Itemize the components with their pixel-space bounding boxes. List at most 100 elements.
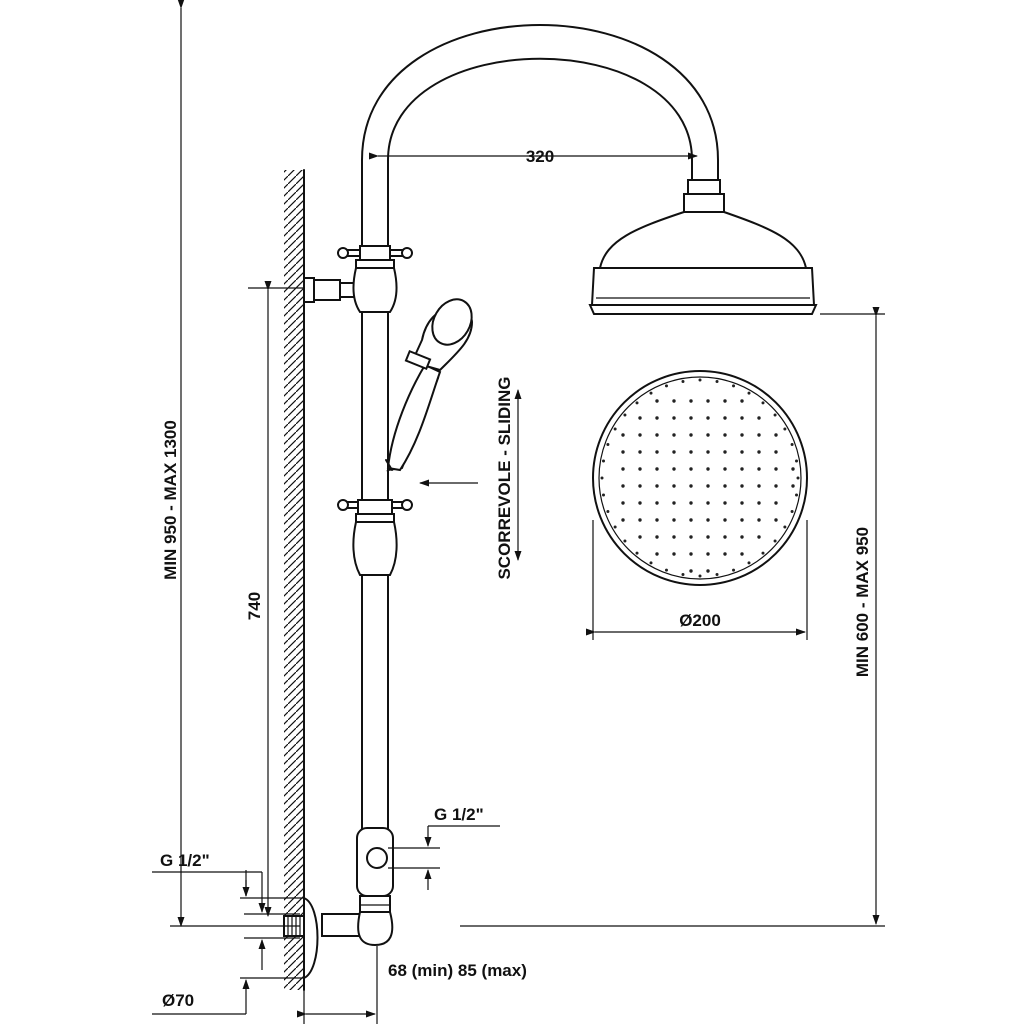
nozzle-hole [689, 450, 693, 454]
nozzle-hole [655, 501, 659, 505]
nozzle-hole [715, 573, 719, 577]
dimension-inlet-right [388, 825, 500, 890]
nozzle-hole [790, 510, 794, 514]
nozzle-hole [672, 450, 676, 454]
nozzle-hole [606, 442, 610, 446]
nozzle-hole [723, 416, 727, 420]
nozzle-hole [655, 433, 659, 437]
nozzle-hole [706, 552, 710, 556]
nozzle-hole [621, 484, 625, 488]
nozzle-hole [740, 484, 744, 488]
dimension-head-diameter [586, 520, 808, 640]
nozzle-hole [723, 501, 727, 505]
nozzle-hole [774, 467, 778, 471]
gooseneck-arm [361, 24, 719, 181]
nozzle-hole [783, 525, 787, 529]
dimension-head-height [460, 307, 885, 927]
nozzle-hole [723, 399, 727, 403]
nozzle-hole [740, 433, 744, 437]
nozzle-hole [601, 493, 605, 497]
nozzle-hole [773, 539, 777, 543]
sliding-indicator [419, 389, 522, 561]
nozzle-hole [672, 416, 676, 420]
nozzle-hole [740, 501, 744, 505]
nozzle-hole [655, 535, 659, 539]
nozzle-hole [672, 535, 676, 539]
nozzle-hole [757, 416, 761, 420]
dimension-flange-diameter [152, 870, 304, 1015]
nozzle-hole [672, 433, 676, 437]
nozzle-hole [795, 459, 799, 463]
nozzle-hole [655, 416, 659, 420]
nozzle-hole [706, 569, 710, 573]
nozzle-hole [706, 467, 710, 471]
nozzle-hole [689, 569, 693, 573]
nozzle-hole [795, 493, 799, 497]
nozzle-hole [672, 399, 676, 403]
nozzle-hole [623, 413, 627, 417]
nozzle-hole [790, 442, 794, 446]
nozzle-hole [791, 484, 795, 488]
nozzle-hole [774, 433, 778, 437]
nozzle-hole [655, 399, 659, 403]
nozzle-hole [638, 467, 642, 471]
nozzle-hole [723, 467, 727, 471]
nozzle-hole [715, 379, 719, 383]
nozzle-hole [757, 535, 761, 539]
nozzle-hole [757, 467, 761, 471]
nozzle-hole [706, 433, 710, 437]
nozzle-hole [672, 501, 676, 505]
dimension-bar-height [248, 281, 304, 917]
nozzle-hole [606, 510, 610, 514]
nozzle-hole [761, 401, 765, 405]
nozzle-hole [757, 501, 761, 505]
label-arm-reach: 320 [526, 147, 554, 166]
wall-elbow-lower [283, 896, 394, 980]
nozzle-hole [664, 568, 668, 572]
nozzle-hole [638, 535, 642, 539]
nozzle-hole [638, 416, 642, 420]
nozzle-hole [740, 416, 744, 420]
wall [284, 169, 305, 991]
nozzle-hole [681, 573, 685, 577]
nozzle-hole [747, 391, 751, 395]
nozzle-hole [689, 433, 693, 437]
label-head-diameter: Ø200 [679, 611, 721, 630]
nozzle-hole [672, 552, 676, 556]
nozzle-hole [740, 399, 744, 403]
nozzle-hole [689, 501, 693, 505]
nozzle-hole [706, 518, 710, 522]
nozzle-hole [655, 467, 659, 471]
nozzle-hole [732, 384, 736, 388]
nozzle-hole [698, 378, 702, 382]
nozzle-hole [740, 450, 744, 454]
nozzle-hole [672, 484, 676, 488]
nozzle-hole [706, 399, 710, 403]
inlet-body-lower [356, 827, 394, 915]
nozzle-hole [600, 476, 604, 480]
nozzle-hole [773, 413, 777, 417]
nozzle-hole [672, 518, 676, 522]
nozzle-hole [621, 450, 625, 454]
nozzle-hole [649, 561, 653, 565]
dimension-wall-distance [297, 946, 378, 1024]
nozzle-hole [757, 450, 761, 454]
nozzle-hole [638, 518, 642, 522]
nozzle-hole [689, 416, 693, 420]
nozzle-hole [655, 552, 659, 556]
nozzle-hole [664, 384, 668, 388]
nozzle-hole [774, 484, 778, 488]
nozzle-hole [706, 416, 710, 420]
nozzle-hole [791, 467, 795, 471]
nozzle-hole [774, 518, 778, 522]
nozzle-hole [689, 484, 693, 488]
nozzle-hole [613, 525, 617, 529]
nozzle-hole [723, 450, 727, 454]
label-wall-distance: 68 (min) 85 (max) [388, 961, 527, 980]
nozzle-hole [723, 552, 727, 556]
nozzle-hole [740, 467, 744, 471]
nozzle-hole [732, 568, 736, 572]
label-inlet-left: G 1/2" [160, 851, 210, 870]
nozzle-hole [740, 535, 744, 539]
nozzle-hole [740, 518, 744, 522]
